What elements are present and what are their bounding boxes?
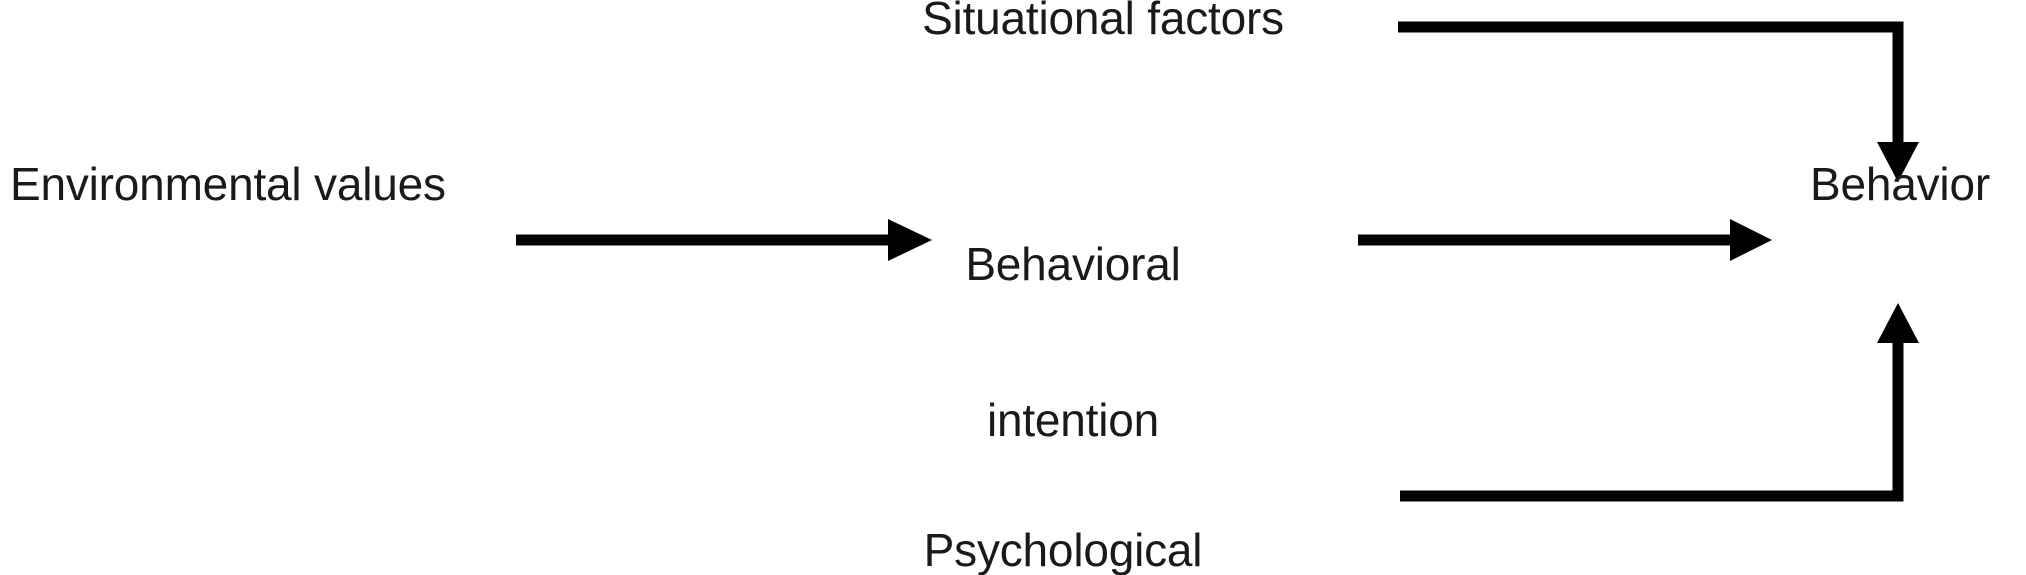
arrow-environmental-values-to-behavioral-intention: [516, 219, 932, 261]
arrow-shaft: [1398, 21, 1904, 142]
arrow-shaft: [1400, 343, 1904, 502]
node-behavioral-intention-line-1: Behavioral: [965, 238, 1181, 290]
arrow-psychological-variables-to-behavior: [1400, 303, 1919, 502]
arrow-situational-factors-to-behavior: [1398, 21, 1919, 182]
node-psychological-variables: Psychological variables: [893, 420, 1233, 575]
node-behavior: Behavior: [1810, 158, 1990, 210]
arrow-head: [888, 219, 932, 261]
node-environmental-values: Environmental values: [10, 158, 446, 210]
node-psychological-variables-line-1: Psychological: [923, 524, 1203, 575]
arrow-head: [1877, 142, 1919, 182]
node-behavioral-intention: Behavioral intention: [903, 134, 1243, 550]
arrow-behavioral-intention-to-behavior: [1358, 219, 1772, 261]
node-situational-factors: Situational factors: [922, 0, 1284, 44]
node-behavioral-intention-line-2: intention: [986, 394, 1160, 446]
arrow-head: [1730, 219, 1772, 261]
arrow-head: [1877, 303, 1919, 343]
